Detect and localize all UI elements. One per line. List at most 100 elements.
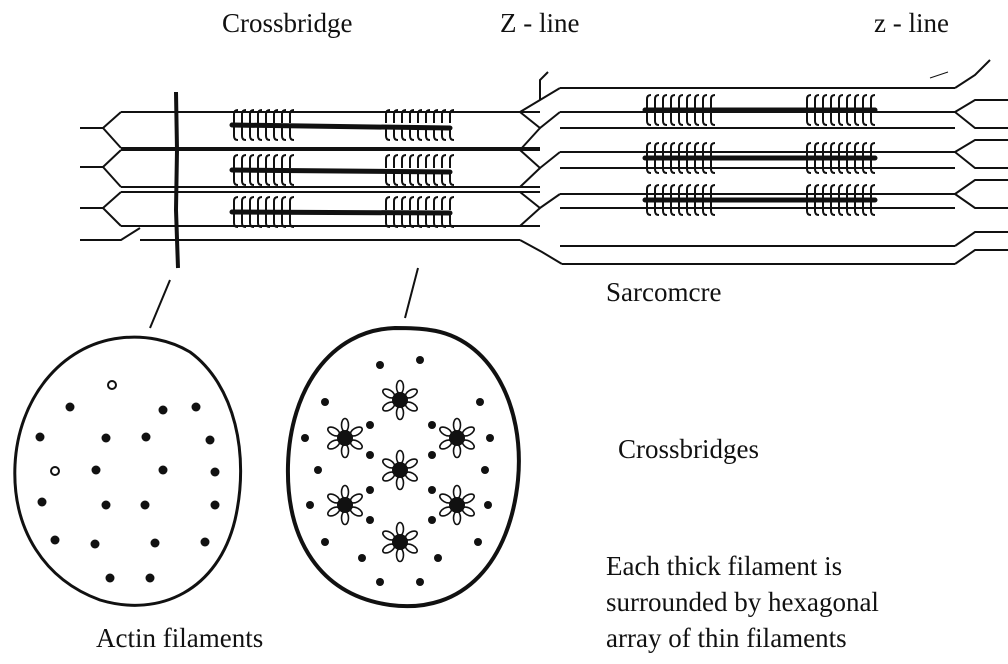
thin-filament xyxy=(80,127,122,149)
crossbridge-head xyxy=(289,196,295,210)
actin-filament-dot xyxy=(50,466,60,476)
crossbridge-head xyxy=(686,112,692,126)
actin-filament-dot xyxy=(90,539,100,549)
crossbridge-head xyxy=(662,184,668,198)
crossbridge-head xyxy=(822,94,828,108)
crossbridge-head xyxy=(425,196,431,210)
actin-filament-dot xyxy=(158,465,168,475)
crossbridge-head xyxy=(806,112,812,126)
label-z-line-upper: Z - line xyxy=(500,8,580,38)
crossbridge-head xyxy=(822,160,828,174)
actin-filament-dot xyxy=(101,500,111,510)
thin-filament-dot xyxy=(476,398,484,406)
crossbridge-head xyxy=(433,214,439,228)
crossbridge-head xyxy=(854,94,860,108)
thick-filament xyxy=(229,209,453,216)
crossbridge-head xyxy=(814,142,820,156)
crossbridge-head xyxy=(409,172,415,186)
crossbridge-head xyxy=(289,214,295,228)
crossbridge-head xyxy=(694,184,700,198)
crossbridge-head xyxy=(241,172,247,186)
label-crossbridges: Crossbridges xyxy=(618,434,759,464)
crossbridge-head xyxy=(233,127,239,141)
pointer-line-right xyxy=(404,267,419,319)
description-line-3: array of thin filaments xyxy=(606,623,847,653)
actin-filament-dot xyxy=(141,432,151,442)
crossbridge-head xyxy=(257,196,263,210)
crossbridge-head xyxy=(646,184,652,198)
crossbridge-head xyxy=(694,142,700,156)
crossbridge-head xyxy=(289,127,295,141)
crossbridge-head xyxy=(401,214,407,228)
crossbridge-head xyxy=(433,172,439,186)
crossbridge-head xyxy=(449,109,455,123)
crossbridge-head xyxy=(409,196,415,210)
actin-filament-dot xyxy=(191,402,201,412)
crossbridge-head xyxy=(393,196,399,210)
thin-filament-dot xyxy=(301,434,309,442)
crossbridge-head xyxy=(830,202,836,216)
crossbridge-petal xyxy=(340,484,350,500)
crossbridge-head xyxy=(710,160,716,174)
left-sarcomere xyxy=(80,111,540,241)
crossbridge-head xyxy=(249,196,255,210)
thick-filament-dot xyxy=(449,430,465,446)
crossbridge-head xyxy=(846,142,852,156)
crossbridge-head xyxy=(814,202,820,216)
crossbridge-head xyxy=(257,154,263,168)
thin-filament-dot xyxy=(416,578,424,586)
crossbridge-head xyxy=(846,112,852,126)
thin-filament-dot xyxy=(366,421,374,429)
thin-filament-dot xyxy=(358,554,366,562)
thin-filament-dot xyxy=(366,451,374,459)
crossbridge-head xyxy=(273,172,279,186)
crossbridge-head xyxy=(862,184,868,198)
crossbridge-head xyxy=(385,127,391,141)
crossbridge-head xyxy=(702,160,708,174)
thick-filament-dot xyxy=(392,392,408,408)
crossbridge-head xyxy=(241,214,247,228)
crossbridge-head xyxy=(281,109,287,123)
z-line-right xyxy=(929,59,1008,265)
label-actin-filaments: Actin filaments xyxy=(96,623,264,653)
actin-filament-dot xyxy=(150,538,160,548)
crossbridge-head xyxy=(257,127,263,141)
crossbridge-petal xyxy=(395,547,405,563)
crossbridge-head xyxy=(441,154,447,168)
crossbridge-head xyxy=(654,94,660,108)
crossbridge-head xyxy=(646,160,652,174)
thin-filament-dot xyxy=(314,466,322,474)
actin-filament-dot xyxy=(205,435,215,445)
crossbridge-head xyxy=(249,109,255,123)
crossbridge-head xyxy=(385,196,391,210)
crossbridge-head xyxy=(670,142,676,156)
crossbridge-head xyxy=(249,214,255,228)
thin-filament-dot xyxy=(376,578,384,586)
crossbridge-head xyxy=(678,202,684,216)
crossbridge-head xyxy=(662,112,668,126)
thick-filament-dot xyxy=(392,534,408,550)
crossbridge-head xyxy=(257,214,263,228)
crossbridge-head xyxy=(425,154,431,168)
crossbridge-head xyxy=(417,109,423,123)
crossbridge-head xyxy=(393,214,399,228)
cross-section-overlap xyxy=(285,325,521,609)
crossbridge-head xyxy=(710,142,716,156)
crossbridge-petal xyxy=(395,405,405,421)
crossbridge-head xyxy=(806,160,812,174)
crossbridge-head xyxy=(273,196,279,210)
actin-filament-dot xyxy=(210,467,220,477)
actin-filament-dot xyxy=(200,537,210,547)
right-sarcomere xyxy=(560,87,955,265)
thick-filament-dot xyxy=(392,462,408,478)
crossbridge-head xyxy=(265,127,271,141)
crossbridge-head xyxy=(233,172,239,186)
crossbridge-head xyxy=(273,154,279,168)
crossbridge-head xyxy=(265,109,271,123)
crossbridge-head xyxy=(646,94,652,108)
crossbridge-head xyxy=(425,172,431,186)
crossbridge-head xyxy=(670,202,676,216)
crossbridge-head xyxy=(830,184,836,198)
crossbridge-head xyxy=(401,109,407,123)
